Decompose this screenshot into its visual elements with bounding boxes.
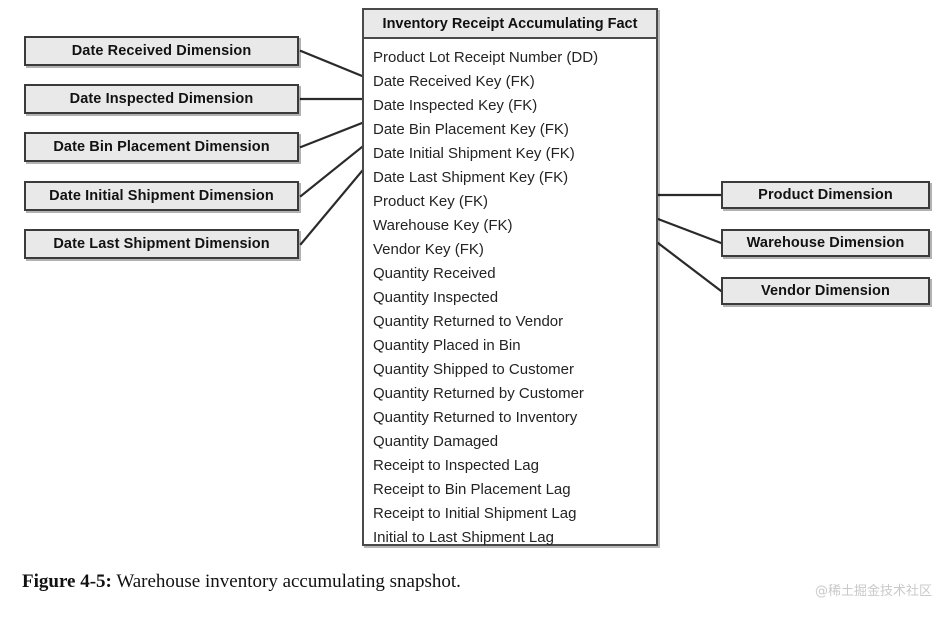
fact-table-field: Product Lot Receipt Number (DD)	[373, 49, 599, 66]
dimension-box-date-last-shipment[interactable]: Date Last Shipment Dimension	[24, 229, 299, 259]
watermark: @稀土掘金技术社区	[814, 584, 932, 599]
fact-table-field: Date Initial Shipment Key (FK)	[373, 145, 575, 162]
dimension-box-date-initial-shipment[interactable]: Date Initial Shipment Dimension	[24, 181, 299, 211]
fact-table-field: Quantity Received	[373, 265, 496, 282]
fact-table-field: Receipt to Bin Placement Lag	[373, 481, 571, 498]
fact-table-field: Quantity Returned to Vendor	[373, 313, 564, 330]
fact-table-field: Quantity Damaged	[373, 433, 499, 450]
fact-table-field: Date Received Key (FK)	[373, 73, 535, 90]
dimension-box-vendor[interactable]: Vendor Dimension	[721, 277, 930, 305]
fact-table[interactable]: Inventory Receipt Accumulating Fact Prod…	[362, 8, 658, 546]
fact-table-field: Date Bin Placement Key (FK)	[373, 121, 569, 138]
fact-table-field: Vendor Key (FK)	[373, 241, 484, 258]
link-date-last-shipment	[299, 169, 364, 246]
link-date-received	[299, 49, 364, 78]
fact-table-title: Inventory Receipt Accumulating Fact	[382, 15, 638, 32]
fact-table-field-list: Product Lot Receipt Number (DD) Date Rece…	[364, 39, 656, 550]
fact-table-field: Initial to Last Shipment Lag	[373, 529, 554, 546]
fact-table-field: Quantity Placed in Bin	[373, 337, 521, 354]
link-vendor	[656, 241, 723, 293]
fact-table-field: Product Key (FK)	[373, 193, 489, 210]
fact-table-field: Quantity Inspected	[373, 289, 499, 306]
dimension-label: Warehouse Dimension	[746, 235, 905, 251]
dimension-label: Date Initial Shipment Dimension	[49, 188, 274, 204]
dimension-box-warehouse[interactable]: Warehouse Dimension	[721, 229, 930, 257]
figure-label: Figure 4-5:	[22, 571, 112, 592]
fact-table-field: Receipt to Inspected Lag	[373, 457, 539, 474]
link-date-initial-shipment	[299, 145, 364, 198]
fact-table-field: Quantity Shipped to Customer	[373, 361, 574, 378]
dimension-label: Product Dimension	[758, 187, 893, 203]
fact-table-field: Date Inspected Key (FK)	[373, 97, 538, 114]
link-date-bin-placement	[299, 121, 364, 149]
fact-table-header: Inventory Receipt Accumulating Fact	[364, 10, 656, 39]
figure-caption: Figure 4-5: Warehouse inventory accumula…	[22, 571, 461, 593]
dimension-box-date-received[interactable]: Date Received Dimension	[24, 36, 299, 66]
dimension-box-date-bin-placement[interactable]: Date Bin Placement Dimension	[24, 132, 299, 162]
dimension-label: Date Received Dimension	[71, 43, 252, 59]
dimension-box-product[interactable]: Product Dimension	[721, 181, 930, 209]
link-warehouse	[656, 217, 723, 245]
dimension-label: Date Last Shipment Dimension	[53, 236, 270, 252]
fact-table-field: Date Last Shipment Key (FK)	[373, 169, 569, 186]
figure-caption-text: Warehouse inventory accumulating snapsho…	[116, 571, 461, 592]
fact-table-field: Quantity Returned to Inventory	[373, 409, 578, 426]
fact-table-field: Quantity Returned by Customer	[373, 385, 584, 402]
dimension-label: Date Bin Placement Dimension	[53, 139, 270, 155]
dimension-box-date-inspected[interactable]: Date Inspected Dimension	[24, 84, 299, 114]
fact-table-field: Receipt to Initial Shipment Lag	[373, 505, 577, 522]
dimension-label: Vendor Dimension	[761, 283, 890, 299]
dimension-label: Date Inspected Dimension	[69, 91, 254, 107]
fact-table-field: Warehouse Key (FK)	[373, 217, 513, 234]
